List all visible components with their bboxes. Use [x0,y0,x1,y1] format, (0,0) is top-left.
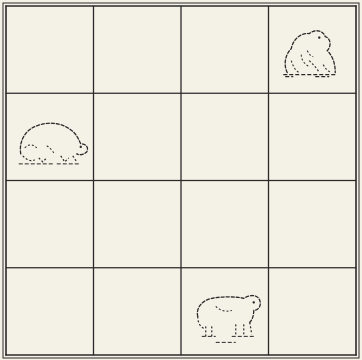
board-cell-r1-c3[interactable] [269,93,357,180]
board-cell-r2-c1[interactable] [94,181,182,268]
board-cell-r3-c0[interactable] [6,268,94,355]
board-cell-r3-c1[interactable] [94,268,182,355]
board-cell-r0-c3[interactable] [269,6,357,93]
board-cell-r1-c2[interactable] [181,93,269,180]
board-cell-r0-c1[interactable] [94,6,182,93]
board-cell-r2-c3[interactable] [269,181,357,268]
board-cell-r0-c0[interactable] [6,6,94,93]
board-cell-r1-c1[interactable] [94,93,182,180]
board-cell-r1-c0[interactable] [6,93,94,180]
board-cells [6,6,356,355]
board-cell-r0-c2[interactable] [181,6,269,93]
board-cell-r2-c2[interactable] [181,181,269,268]
board-cell-r2-c0[interactable] [6,181,94,268]
board-cell-r3-c3[interactable] [269,268,357,355]
